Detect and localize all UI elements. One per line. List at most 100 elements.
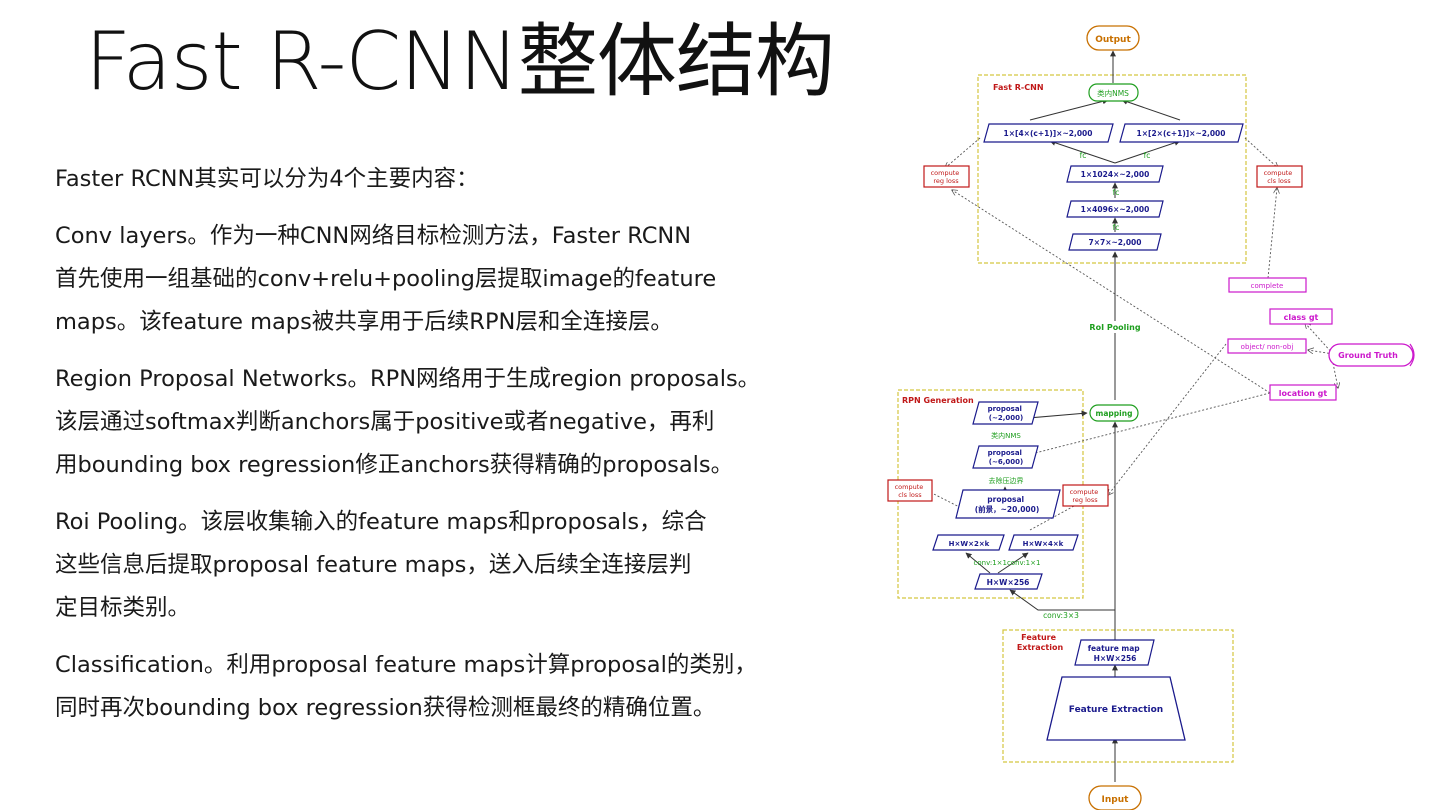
fast-reg-loss-node	[923, 165, 970, 188]
location-gt-label: location gt	[1279, 389, 1328, 398]
input-node	[1088, 785, 1142, 810]
fc4096-box	[1066, 200, 1164, 218]
fc-label-left: fc	[1080, 151, 1087, 160]
cls-map-label: H×W×2×k	[949, 540, 990, 548]
objectness-node	[1227, 338, 1307, 354]
text-line: Region Proposal Networks。RPN网络用于生成region…	[55, 366, 761, 392]
label-line: proposal	[988, 405, 1022, 413]
paragraph-rpn: Region Proposal Networks。RPN网络用于生成region…	[55, 358, 800, 487]
text-line: Conv layers。作为一种CNN网络目标检测方法，Faster RCNN	[55, 223, 692, 249]
reg-map-label: H×W×4×k	[1023, 540, 1064, 548]
complete-node	[1228, 277, 1307, 293]
conv1x1-label: conv:1×1conv:1×1	[974, 559, 1041, 567]
label-line: cls loss	[898, 491, 922, 499]
fast-rcnn-region	[977, 74, 1247, 264]
paragraph-intro: Faster RCNN其实可以分为4个主要内容：	[55, 158, 800, 201]
label-line: (~6,000)	[989, 458, 1023, 466]
mapping-label: mapping	[1096, 409, 1133, 418]
loss-connectors	[926, 137, 1338, 531]
label-line: compute	[931, 169, 960, 177]
roi-pooling-bg	[1088, 321, 1142, 333]
rpn-cls-loss-label: compute cls loss	[895, 483, 926, 499]
rpn-feat-label: H×W×256	[987, 578, 1030, 587]
proposal-6000-box	[972, 445, 1039, 469]
class-gt-node	[1269, 308, 1333, 325]
roi-output-label: 7×7×~2,000	[1088, 238, 1141, 247]
proposal-6000-label: proposal (~6,000)	[988, 449, 1025, 466]
rpn-cls-loss-node	[887, 479, 933, 502]
body-text: Faster RCNN其实可以分为4个主要内容： Conv layers。作为一…	[55, 158, 800, 744]
rpn-reg-loss-node	[1062, 484, 1109, 507]
remove-border-label: 去除压边界	[989, 476, 1024, 485]
text-line: Faster RCNN其实可以分为4个主要内容：	[55, 166, 479, 192]
fast-cls-loss-node	[1256, 165, 1303, 188]
complete-label: complete	[1251, 282, 1284, 290]
rpn-nms-label: 类内NMS	[991, 431, 1021, 440]
label-line: proposal	[987, 495, 1024, 504]
input-label: Input	[1102, 795, 1130, 805]
ground-truth-label: Ground Truth	[1338, 351, 1398, 360]
fc4096-label: 1×4096×~2,000	[1081, 205, 1150, 214]
cls-map-box	[932, 534, 1005, 551]
conv3x3-label: conv:3×3	[1043, 611, 1079, 620]
fc1024-label: 1×1024×~2,000	[1081, 170, 1150, 179]
proposal-2000-box	[972, 401, 1039, 425]
label-line: Extraction	[1017, 643, 1064, 652]
feature-extraction-region	[1002, 629, 1234, 763]
label-line: reg loss	[1072, 496, 1098, 504]
fast-nms-node	[1088, 83, 1139, 102]
feature-map-label: feature map H×W×256	[1088, 644, 1143, 663]
text-line: maps。该feature maps被共享用于后续RPN层和全连接层。	[55, 309, 673, 335]
cls-output-box	[1119, 123, 1244, 143]
cls-output-label: 1×[2×(c+1)]×~2,000	[1137, 129, 1226, 138]
proposal-20000-label: proposal (前景，~20,000)	[975, 495, 1040, 514]
fast-cls-loss-label: compute cls loss	[1264, 169, 1295, 185]
objectness-label: object/ non-obj	[1241, 343, 1294, 351]
label-line: feature map	[1088, 644, 1141, 653]
backbone-trapezoid	[1046, 676, 1186, 741]
paragraph-classification: Classification。利用proposal feature maps计算…	[55, 644, 800, 730]
reg-output-box	[983, 123, 1114, 143]
fc-label-right: fc	[1144, 151, 1151, 160]
label-line: cls loss	[1267, 177, 1291, 185]
paragraph-roi-pooling: Roi Pooling。该层收集输入的feature maps和proposal…	[55, 501, 800, 630]
roi-output-box	[1068, 233, 1162, 251]
text-line: 同时再次bounding box regression获得检测框最终的精确位置。	[55, 695, 716, 721]
backbone-label: Feature Extraction	[1069, 705, 1163, 715]
ground-truth-cylinder-edge	[1409, 343, 1415, 367]
fast-rcnn-label: Fast R-CNN	[993, 83, 1044, 92]
reg-output-label: 1×[4×(c+1)]×~2,000	[1004, 129, 1093, 138]
label-line: compute	[1264, 169, 1293, 177]
label-line: (前景，~20,000)	[975, 504, 1040, 514]
proposal-20000-box	[955, 489, 1061, 519]
paragraph-conv-layers: Conv layers。作为一种CNN网络目标检测方法，Faster RCNN …	[55, 215, 800, 344]
text-line: 该层通过softmax判断anchors属于positive或者negative…	[55, 409, 715, 435]
fast-nms-label: 类内NMS	[1097, 88, 1129, 98]
text-line: Roi Pooling。该层收集输入的feature maps和proposal…	[55, 509, 707, 535]
output-label: Output	[1095, 35, 1131, 45]
slide-title: Fast R-CNN整体结构	[85, 15, 835, 108]
ground-truth-node	[1328, 343, 1414, 367]
faster-rcnn-diagram: Fast R-CNN RPN Generation Feature Extrac…	[887, 25, 1415, 810]
rpn-reg-loss-label: compute reg loss	[1070, 488, 1101, 504]
label-line: proposal	[988, 449, 1022, 457]
label-line: compute	[1070, 488, 1099, 496]
text-line: 这些信息后提取proposal feature maps，送入后续全连接层判	[55, 552, 692, 578]
location-gt-node	[1269, 384, 1337, 401]
text-line: 首先使用一组基础的conv+relu+pooling层提取image的featu…	[55, 266, 717, 292]
text-line: 用bounding box regression修正anchors获得精确的pr…	[55, 452, 734, 478]
fc1024-box	[1066, 165, 1164, 183]
roi-pooling-label: RoI Pooling	[1089, 323, 1140, 332]
text-line: Classification。利用proposal feature maps计算…	[55, 652, 757, 678]
proposal-2000-label: proposal (~2,000)	[988, 405, 1025, 422]
class-gt-label: class gt	[1284, 313, 1319, 322]
label-line: reg loss	[933, 177, 959, 185]
feature-extraction-label: Feature Extraction	[1017, 633, 1064, 652]
fc-label-mid1: fc	[1113, 188, 1120, 197]
reg-map-box	[1008, 534, 1079, 551]
label-line: H×W×256	[1094, 654, 1137, 663]
label-line: (~2,000)	[989, 414, 1023, 422]
rpn-feat-box	[974, 573, 1043, 590]
label-line: Feature	[1021, 633, 1056, 642]
label-line: compute	[895, 483, 924, 491]
